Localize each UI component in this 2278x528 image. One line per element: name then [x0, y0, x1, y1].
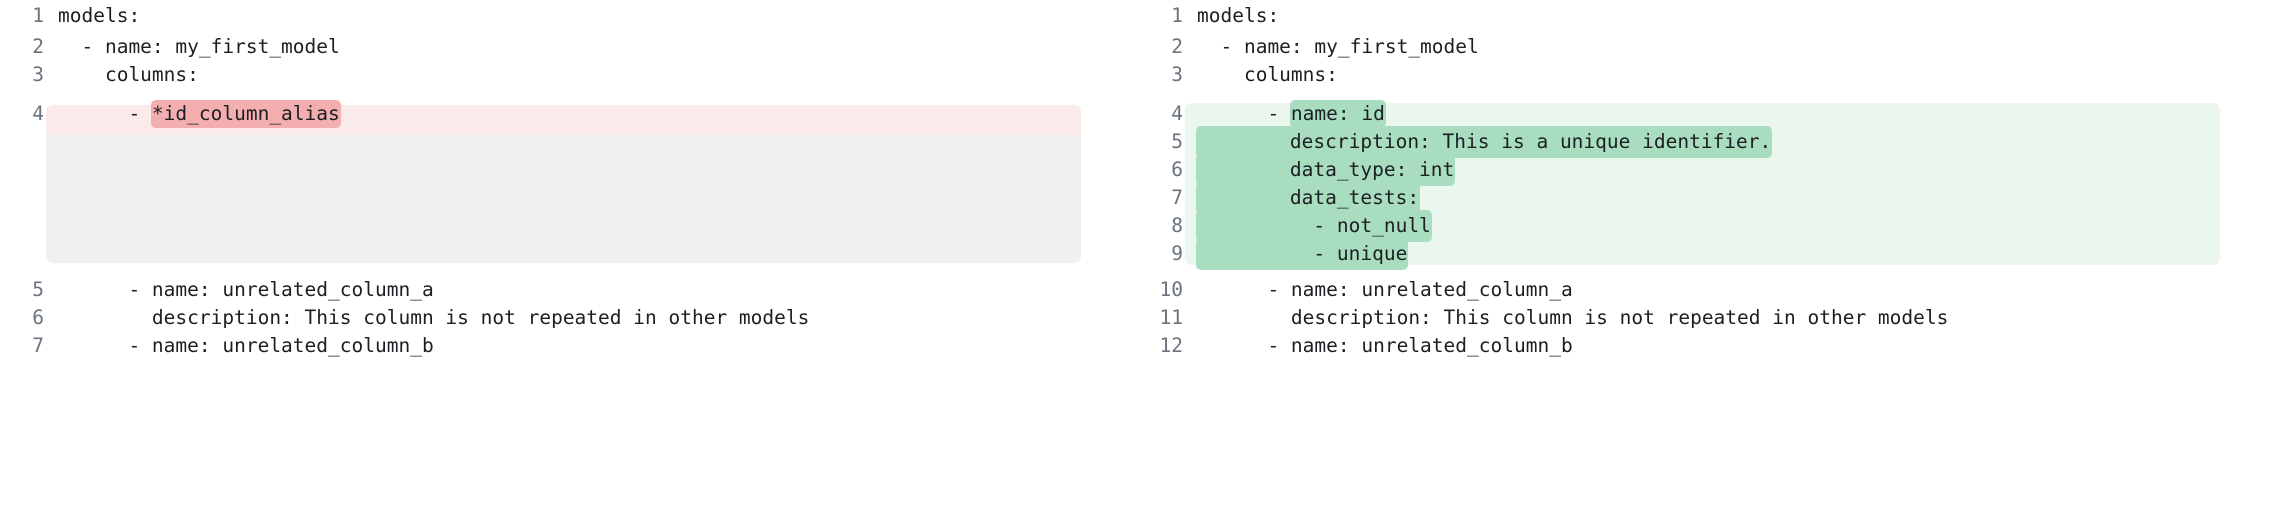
code-row[interactable]: 2 - name: my_first_model: [1139, 33, 2278, 60]
added-word-highlight: - not_null: [1196, 209, 1432, 242]
code-row-added[interactable]: 7 data_tests:: [1139, 181, 2278, 214]
line-number: 6: [1171, 158, 1183, 181]
added-word-highlight: name: id: [1289, 100, 1386, 128]
deleted-word-highlight: *id_column_alias: [150, 100, 341, 128]
code-row-added[interactable]: 8 - not_null: [1139, 209, 2278, 242]
code-row-added[interactable]: 4 - name: id: [1139, 100, 2278, 128]
line-content: description: This column is not repeated…: [58, 306, 810, 329]
added-word-highlight: description: This is a unique identifier…: [1196, 125, 1773, 158]
code-row[interactable]: 3 columns:: [0, 61, 1139, 88]
code-row[interactable]: 5 - name: unrelated_column_a: [0, 276, 1139, 303]
line-content: models:: [58, 4, 141, 27]
line-number: 9: [1171, 242, 1183, 265]
line-number: 1: [1171, 4, 1183, 27]
line-content: columns:: [1197, 63, 1338, 86]
line-number: 7: [32, 334, 44, 357]
line-content: - name: my_first_model: [1197, 35, 1479, 58]
line-content: - name: unrelated_column_b: [58, 334, 434, 357]
line-content: description: This column is not repeated…: [1197, 306, 1949, 329]
line-content: - *id_column_alias: [44, 100, 1139, 128]
line-content: - name: unrelated_column_a: [58, 278, 434, 301]
code-row[interactable]: 6 description: This column is not repeat…: [0, 304, 1139, 331]
line-number: 5: [32, 278, 44, 301]
code-row[interactable]: 3 columns:: [1139, 61, 2278, 88]
line-content: data_type: int: [1196, 153, 2278, 186]
added-word-highlight: data_type: int: [1196, 153, 1456, 186]
line-number: 7: [1171, 186, 1183, 209]
line-number: 4: [1171, 102, 1183, 125]
line-number: 4: [32, 102, 44, 125]
line-number: 6: [32, 306, 44, 329]
line-content: - name: unrelated_column_b: [1197, 334, 1573, 357]
line-content: - not_null: [1196, 209, 2278, 242]
line-number: 2: [32, 35, 44, 58]
line-number: 10: [1159, 278, 1183, 301]
line-number: 1: [32, 4, 44, 27]
code-row[interactable]: 1 models:: [1139, 2, 2278, 29]
line-number: 8: [1171, 214, 1183, 237]
diff-pane-before: 1 models: 2 - name: my_first_model 3 col…: [0, 2, 1139, 359]
code-row-added[interactable]: 9 - unique: [1139, 237, 2278, 270]
line-content: - name: id: [1183, 100, 2278, 128]
line-content: description: This is a unique identifier…: [1196, 125, 2278, 158]
code-row-added[interactable]: 5 description: This is a unique identifi…: [1139, 125, 2278, 158]
code-row[interactable]: 12 - name: unrelated_column_b: [1139, 332, 2278, 359]
code-row[interactable]: 7 - name: unrelated_column_b: [0, 332, 1139, 359]
line-number: 2: [1171, 35, 1183, 58]
line-number: 11: [1159, 306, 1183, 329]
added-word-highlight: - unique: [1196, 237, 1409, 270]
filler-block-before: [46, 135, 1081, 263]
line-content: - name: my_first_model: [58, 35, 340, 58]
diff-pane-after: 1 models: 2 - name: my_first_model 3 col…: [1139, 0, 2278, 528]
line-number: 12: [1159, 334, 1183, 357]
line-number: 3: [32, 63, 44, 86]
code-row[interactable]: 2 - name: my_first_model: [0, 33, 1139, 60]
code-row[interactable]: 10 - name: unrelated_column_a: [1139, 276, 2278, 303]
line-content: data_tests:: [1196, 181, 2278, 214]
code-row-added[interactable]: 6 data_type: int: [1139, 153, 2278, 186]
code-row[interactable]: 11 description: This column is not repea…: [1139, 304, 2278, 331]
code-row-deleted[interactable]: 4 - *id_column_alias: [0, 100, 1139, 128]
line-content: - unique: [1196, 237, 2278, 270]
line-number: 5: [1171, 130, 1183, 153]
line-content: columns:: [58, 63, 199, 86]
line-prefix: -: [58, 102, 152, 125]
added-word-highlight: data_tests:: [1196, 181, 1421, 214]
line-prefix: -: [1197, 102, 1291, 125]
line-number: 3: [1171, 63, 1183, 86]
code-row[interactable]: 1 models:: [0, 2, 1139, 29]
line-content: models:: [1197, 4, 1280, 27]
line-content: - name: unrelated_column_a: [1197, 278, 1573, 301]
